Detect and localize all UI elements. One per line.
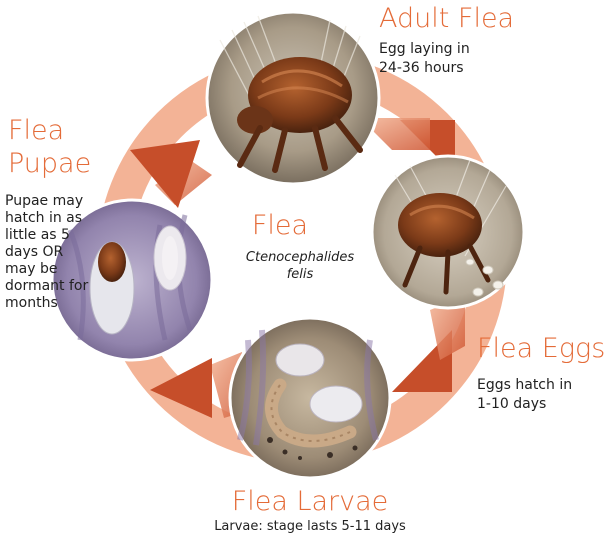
adult-flea-description: Egg laying in 24-36 hours xyxy=(379,40,489,78)
scientific-name-line2: felis xyxy=(232,266,368,283)
scientific-name: Ctenocephalides felis xyxy=(232,249,368,283)
flea-pupae-description: Pupae may hatch in as little as 5 days O… xyxy=(5,193,95,312)
flea-pupae-title-line2: Pupae xyxy=(8,147,108,180)
flea-larvae-illustration xyxy=(230,318,390,478)
adult-flea-title: Adult Flea xyxy=(379,3,514,34)
center-title: Flea xyxy=(230,210,330,241)
adult-flea-illustration xyxy=(207,12,379,184)
flea-pupae-title: Flea Pupae xyxy=(8,114,108,180)
scientific-name-line1: Ctenocephalides xyxy=(232,249,368,266)
flea-eggs-description: Eggs hatch in 1-10 days xyxy=(477,376,587,414)
flea-larvae-title: Flea Larvae xyxy=(170,486,450,517)
flea-larvae-description: Larvae: stage lasts 5-11 days xyxy=(160,519,460,534)
flea-eggs-illustration xyxy=(372,156,524,308)
flea-pupae-title-line1: Flea xyxy=(8,114,108,147)
flea-eggs-title: Flea Eggs xyxy=(477,333,604,364)
